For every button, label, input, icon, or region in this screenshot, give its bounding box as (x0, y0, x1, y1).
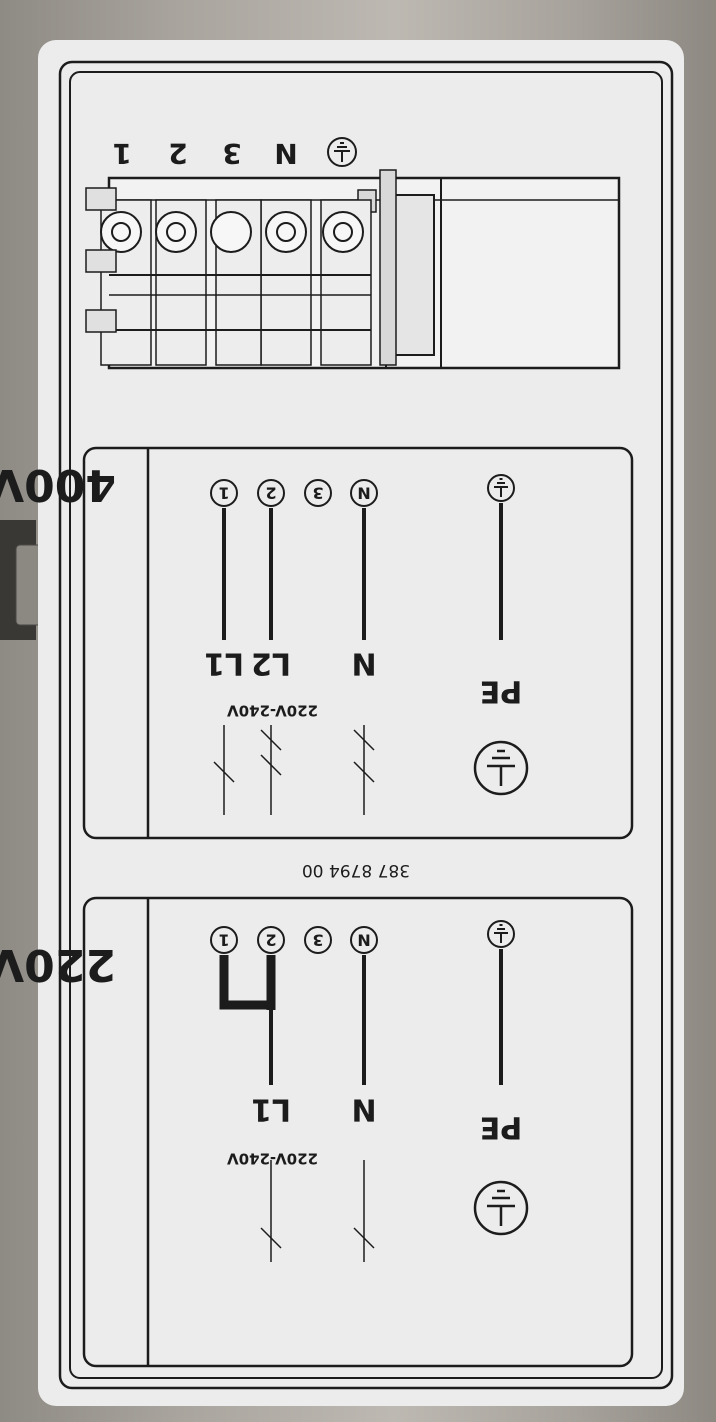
tick-icon (260, 1227, 282, 1249)
line-label-l1: L1 (251, 1092, 291, 1127)
svg-text:3: 3 (312, 931, 323, 950)
circled-number-icon: 2 (257, 479, 285, 507)
panel-400v-title: 400V 2L-1N ~ (0, 459, 116, 510)
tick-icon (353, 1227, 375, 1249)
part-number: 387 8794 00 (302, 860, 410, 880)
label-sticker (38, 40, 684, 1406)
voltage-note: 220V-240V (227, 702, 318, 720)
terminal-label-1: 1 (112, 137, 131, 170)
circled-number-icon: 1 (210, 926, 238, 954)
label-border-inner (69, 71, 663, 1379)
tick-icon (260, 729, 282, 751)
terminal-label-3: 3 (222, 137, 241, 170)
ground-symbol-icon (327, 137, 357, 167)
panel-400v-2l-1n: 400V 2L-1N ~ 1 2 3 N (0, 446, 634, 840)
ground-symbol-icon (487, 474, 515, 502)
pe-label: PE (480, 1110, 522, 1145)
voltage-note: 220V-240V (227, 1150, 318, 1168)
line-label-n: N (351, 1092, 376, 1127)
circled-number-icon: 1 (210, 479, 238, 507)
pe-label: PE (480, 674, 522, 709)
circled-number-icon: 3 (304, 479, 332, 507)
ground-symbol-icon (487, 920, 515, 948)
ground-symbol-icon (473, 1180, 529, 1236)
line-label-l1: L1 (204, 646, 244, 681)
svg-text:2: 2 (265, 931, 276, 950)
terminal-label-n: N (274, 137, 297, 170)
terminal-screw (100, 211, 142, 253)
terminal-screw (265, 211, 307, 253)
terminal-label-2: 2 (168, 137, 187, 170)
panel-220v-240v: 220V - 240V ~ 1 2 3 N (0, 896, 634, 1368)
svg-text:1: 1 (218, 484, 229, 503)
ground-symbol-icon (473, 740, 529, 796)
terminal-screw (155, 211, 197, 253)
terminal-screw (322, 211, 364, 253)
terminal-labels: N 3 2 1 (112, 137, 357, 170)
tick-icon (260, 754, 282, 776)
circled-number-icon: N (350, 926, 378, 954)
tick-icon (213, 761, 235, 783)
circled-number-icon: 2 (257, 926, 285, 954)
svg-text:3: 3 (312, 484, 323, 503)
label-border-outer (58, 60, 674, 1390)
metal-bracket (0, 520, 45, 640)
tick-icon (353, 761, 375, 783)
tick-icon (353, 729, 375, 751)
svg-text:N: N (357, 931, 370, 950)
circled-number-icon: N (350, 479, 378, 507)
svg-text:1: 1 (218, 931, 229, 950)
svg-text:N: N (357, 484, 370, 503)
line-label-n: N (351, 646, 376, 681)
circled-number-icon: 3 (304, 926, 332, 954)
terminal-block-illustration (85, 169, 621, 370)
panel-230v-title: 220V - 240V ~ (0, 939, 116, 990)
svg-text:2: 2 (265, 484, 276, 503)
line-label-l2: L2 (251, 646, 291, 681)
